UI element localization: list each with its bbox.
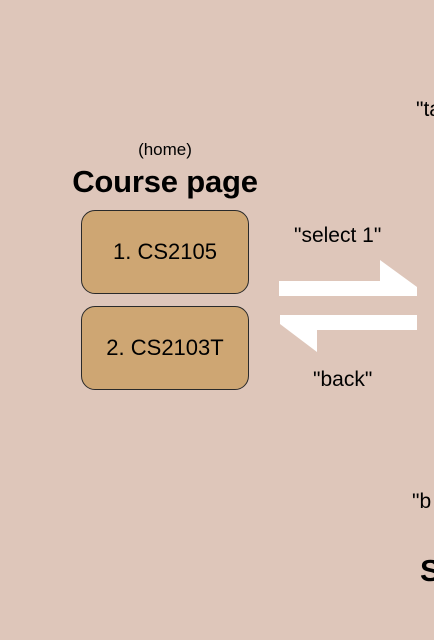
- forward-arrow-icon: [279, 260, 417, 296]
- home-label: (home): [138, 140, 192, 159]
- select-edge-label: "select 1": [294, 224, 382, 247]
- course-button-label: 2. CS2103T: [106, 335, 224, 360]
- back-arrow-icon: [280, 315, 417, 352]
- clipped-edge-label-middle: "b: [412, 490, 432, 513]
- course-button-label: 1. CS2105: [113, 239, 217, 264]
- course-button-cs2103t[interactable]: 2. CS2103T: [81, 306, 249, 390]
- page-title: Course page: [72, 164, 258, 199]
- clipped-node-title: S: [420, 553, 434, 588]
- course-button-cs2105[interactable]: 1. CS2105: [81, 210, 249, 294]
- back-edge-label: "back": [313, 368, 373, 391]
- clipped-edge-label-top: "ta: [416, 98, 434, 121]
